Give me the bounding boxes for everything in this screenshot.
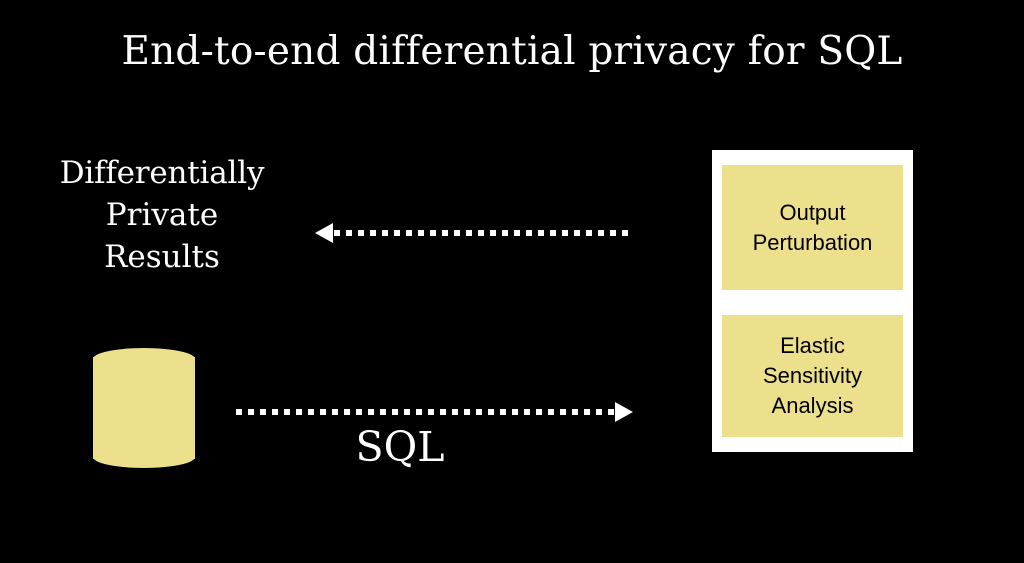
database-cylinder-top (93, 348, 195, 370)
database-cylinder-icon (93, 348, 195, 468)
database-cylinder-body (93, 357, 195, 459)
output-perturbation-line-2: Perturbation (752, 229, 873, 255)
sql-caption: SQL (355, 423, 445, 471)
sql-arrow-icon (236, 402, 633, 422)
elastic-sensitivity-line-3: Analysis (771, 393, 854, 418)
engine-box-output-perturbation: Output Perturbation (722, 165, 903, 290)
engine-panel: Output Perturbation Elastic Sensitivity … (712, 150, 913, 452)
elastic-sensitivity-line-1: Elastic (780, 333, 845, 358)
results-label-block: Differentially Private Results (28, 152, 296, 278)
results-label-line-2: Private (105, 197, 219, 233)
page-title: End-to-end differential privacy for SQL (121, 29, 903, 74)
sql-arrow-line (236, 409, 614, 415)
elastic-sensitivity-line-2: Sensitivity (762, 363, 863, 388)
engine-box-elastic-sensitivity-analysis: Elastic Sensitivity Analysis (722, 315, 903, 437)
results-arrow-icon (315, 223, 631, 243)
results-arrow-head-icon (315, 223, 333, 243)
sql-arrow-head-icon (615, 402, 633, 422)
results-label-line-1: Differentially (59, 155, 265, 191)
results-arrow-line (334, 230, 631, 236)
results-label-line-3: Results (104, 239, 220, 275)
output-perturbation-line-1: Output (779, 199, 846, 225)
